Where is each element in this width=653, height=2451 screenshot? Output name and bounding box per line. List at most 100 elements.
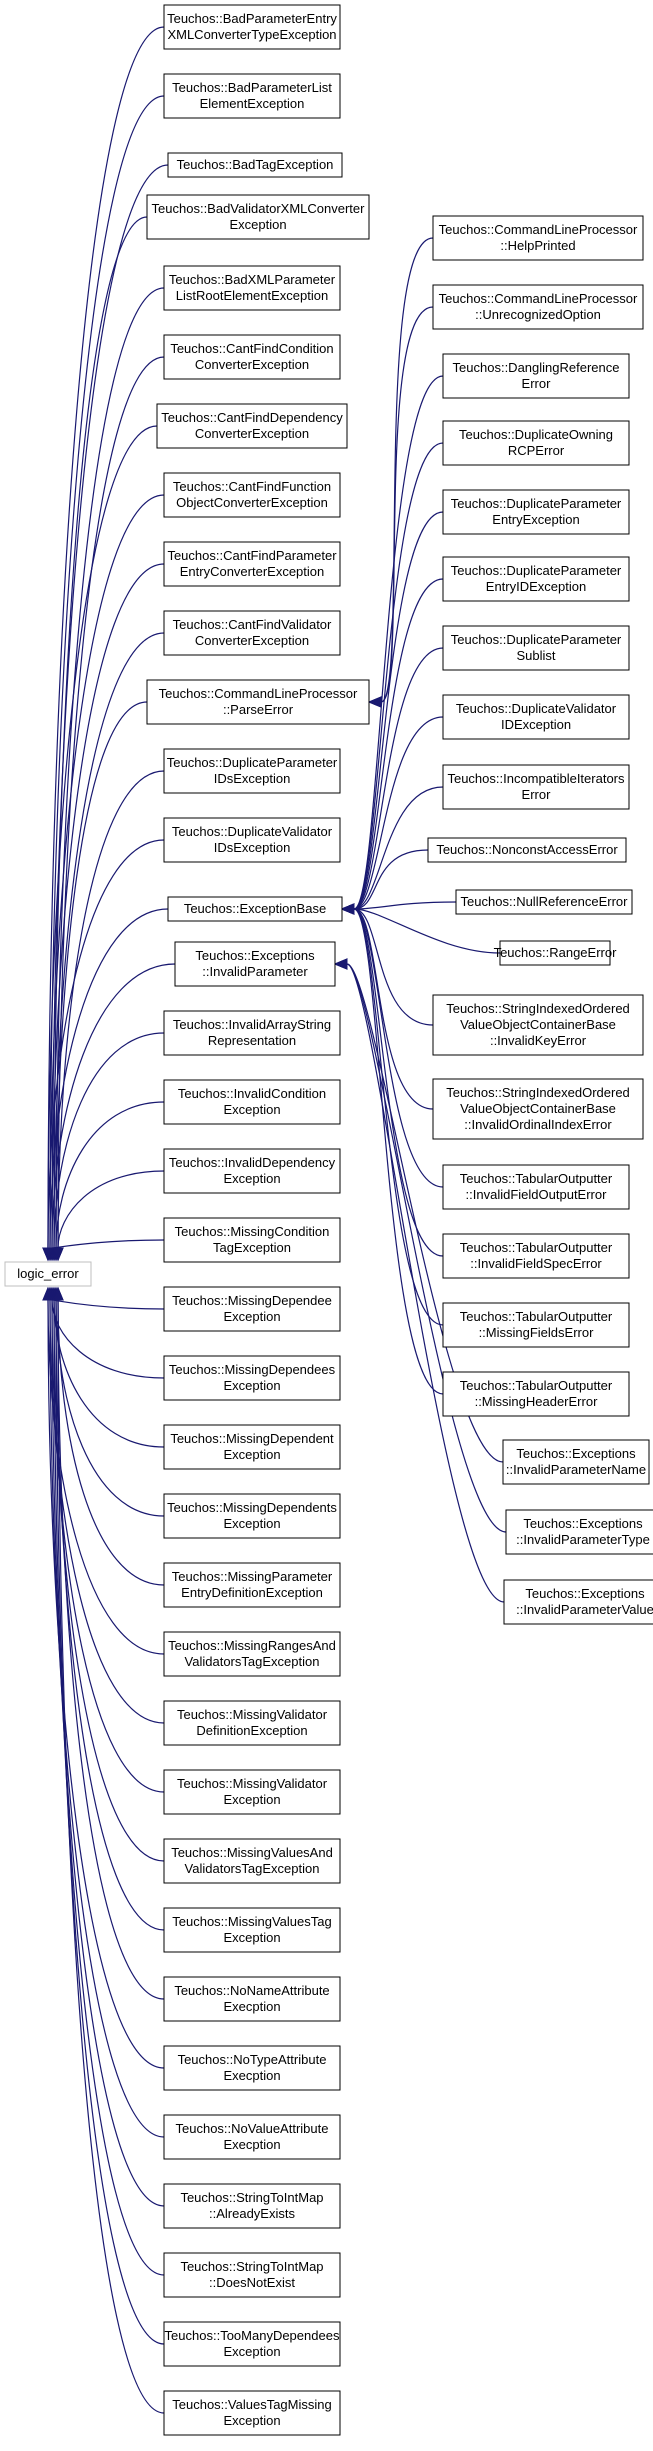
class-name-line: Teuchos::ExceptionBase [184,901,326,916]
inheritance-edge [49,1299,165,2138]
class-name-line: Teuchos::MissingValuesAnd [171,1845,333,1860]
class-name-line: ::AlreadyExists [209,2206,295,2221]
class-node-exceptions-invalidparameter[interactable]: Teuchos::Exceptions::InvalidParameter [174,941,336,987]
class-node-cantfindfunctionobjectconverterexception[interactable]: Teuchos::CantFindFunctionObjectConverter… [163,472,341,518]
class-name-line: logic_error [17,1266,79,1281]
class-name-line: Teuchos::IncompatibleIterators [447,771,625,786]
class-name-line: ::InvalidKeyError [490,1033,587,1048]
class-node-badparameterentryxmlconvertertypeexception[interactable]: Teuchos::BadParameterEntryXMLConverterTy… [163,4,341,50]
inheritance-edge [47,1239,165,1249]
class-node-invalidfieldoutputerror[interactable]: Teuchos::TabularOutputter::InvalidFieldO… [442,1164,630,1210]
class-node-duplicateparameterentryexception[interactable]: Teuchos::DuplicateParameterEntryExceptio… [442,489,630,535]
class-node-rangeerror[interactable]: Teuchos::RangeError [494,940,618,966]
class-node-invalidordinalindexerror[interactable]: Teuchos::StringIndexedOrderedValueObject… [432,1078,644,1140]
class-name-line: Teuchos::DuplicateParameter [451,563,622,578]
inheritance-edge [49,494,165,1249]
class-node-cantfinddependencyconverterexception[interactable]: Teuchos::CantFindDependencyConverterExce… [156,403,348,449]
class-name-line: IDsException [214,771,291,786]
class-node-missingrangesandvalidatorstagexception[interactable]: Teuchos::MissingRangesAndValidatorsTagEx… [163,1631,341,1677]
class-name-line: Teuchos::MissingDependents [167,1500,337,1515]
class-name-line: Teuchos::MissingDependee [172,1293,332,1308]
class-node-stringtointmap-alreadyexists[interactable]: Teuchos::StringToIntMap::AlreadyExists [163,2183,341,2229]
inheritance-edge [353,908,444,1326]
inheritance-edge [51,1299,165,1379]
class-box [427,837,627,863]
class-name-line: ValidatorsTagException [185,1861,320,1876]
class-box [442,556,630,602]
class-box [432,1078,644,1140]
class-name-line: Teuchos::MissingDependent [170,1431,334,1446]
class-name-line: Teuchos::CommandLineProcessor [439,222,638,237]
inheritance-edge [47,425,158,1249]
class-node-exceptionbase[interactable]: Teuchos::ExceptionBase [167,896,343,922]
inheritance-edge [353,908,444,1257]
class-node-nonconstaccesserror[interactable]: Teuchos::NonconstAccessError [427,837,627,863]
class-node-cantfindconditionconverterexception[interactable]: Teuchos::CantFindConditionConverterExcep… [163,334,341,380]
class-node-commandlineprocessor-unrecognizedoption[interactable]: Teuchos::CommandLineProcessor::Unrecogni… [432,284,644,330]
class-node-missingparameterentrydefinitionexception[interactable]: Teuchos::MissingParameterEntryDefinition… [163,1562,341,1608]
class-name-line: Teuchos::MissingValuesTag [172,1914,331,1929]
class-node-commandlineprocessor-helpprinted[interactable]: Teuchos::CommandLineProcessor::HelpPrint… [432,215,644,261]
class-node-invalidparametername[interactable]: Teuchos::Exceptions::InvalidParameterNam… [502,1439,650,1485]
class-node-cantfindvalidatorconverterexception[interactable]: Teuchos::CantFindValidatorConverterExcep… [163,610,341,656]
class-name-line: Exception [223,1171,280,1186]
class-node-invalidfieldspecerror[interactable]: Teuchos::TabularOutputter::InvalidFieldS… [442,1233,630,1279]
class-node-badtagexception[interactable]: Teuchos::BadTagException [167,152,343,178]
class-node-missingheadererror[interactable]: Teuchos::TabularOutputter::MissingHeader… [442,1371,630,1417]
class-node-invalidkeyerror[interactable]: Teuchos::StringIndexedOrderedValueObject… [432,994,644,1056]
class-name-line: EntryException [492,512,579,527]
class-box [163,2114,341,2160]
class-node-stringtointmap-doesnotexist[interactable]: Teuchos::StringToIntMap::DoesNotExist [163,2252,341,2298]
class-name-line: TagException [213,1240,291,1255]
class-box [167,896,343,922]
class-node-badxmlparameterlistrootelementexception[interactable]: Teuchos::BadXMLParameterListRootElementE… [163,265,341,311]
class-node-missingvaluesandvalidatorstagexception[interactable]: Teuchos::MissingValuesAndValidatorsTagEx… [163,1838,341,1884]
class-name-line: Teuchos::DuplicateOwning [459,427,613,442]
class-node-invalidparametervalue[interactable]: Teuchos::Exceptions::InvalidParameterVal… [503,1579,653,1625]
class-node-duplicateparameterentryidexception[interactable]: Teuchos::DuplicateParameterEntryIDExcept… [442,556,630,602]
class-box [503,1579,653,1625]
class-name-line: Error [522,787,552,802]
inheritance-edge [380,306,434,703]
root-class-node[interactable]: logic_error [4,1261,92,1287]
class-name-line: Teuchos::InvalidDependency [169,1155,336,1170]
class-node-badvalidatorxmlconverterexception[interactable]: Teuchos::BadValidatorXMLConverterExcepti… [146,194,370,240]
class-box [455,889,633,915]
class-node-invalidarraystringrepresentation[interactable]: Teuchos::InvalidArrayStringRepresentatio… [163,1010,341,1056]
inheritance-edge [51,164,169,1249]
class-node-missingvalidatordefinitionexception[interactable]: Teuchos::MissingValidatorDefinitionExcep… [163,1700,341,1746]
class-name-line: ::MissingFieldsError [479,1325,595,1340]
class-node-invalidparametertype[interactable]: Teuchos::Exceptions::InvalidParameterTyp… [505,1509,653,1555]
inheritance-edge [53,1299,165,1448]
inheritance-edge [353,908,501,954]
class-node-missingfieldserror[interactable]: Teuchos::TabularOutputter::MissingFields… [442,1302,630,1348]
inheritance-arrowhead [52,1286,64,1301]
class-node-badparameterlistelementexception[interactable]: Teuchos::BadParameterListElementExceptio… [163,73,341,119]
class-node-nullreferenceerror[interactable]: Teuchos::NullReferenceError [455,889,633,915]
class-node-cantfindparameterentryconverterexception[interactable]: Teuchos::CantFindParameterEntryConverter… [163,541,341,587]
class-node-commandlineprocessor-parseerror[interactable]: Teuchos::CommandLineProcessor::ParseErro… [146,679,370,725]
class-box [4,1261,92,1287]
class-box [442,694,630,740]
